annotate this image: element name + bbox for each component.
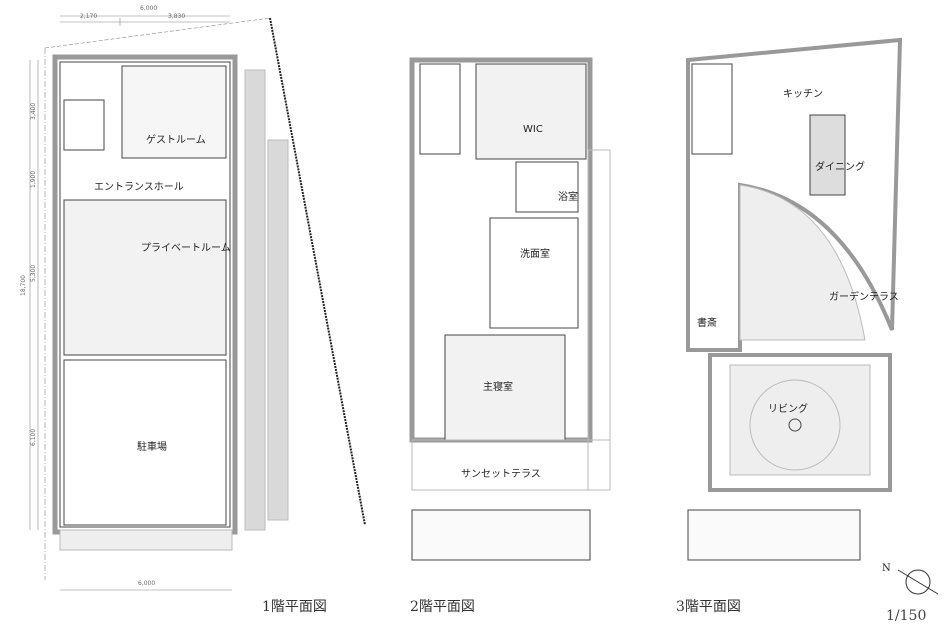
plan-3-floor <box>686 37 903 561</box>
room-living: リビング <box>768 404 808 415</box>
room-private: プライベートルーム <box>141 243 231 254</box>
plan-1-title: 1階平面図 <box>262 599 327 615</box>
dim-top-left: 2,170 <box>80 13 98 20</box>
garden-paving-1 <box>244 69 289 531</box>
dimension-lines <box>29 15 366 591</box>
room-parking: 駐車場 <box>137 442 167 453</box>
plan-2-title: 2階平面図 <box>410 599 475 615</box>
room-guest: ゲストルーム <box>146 135 206 146</box>
scale-label: 1/150 <box>886 608 927 624</box>
room-bath: 浴室 <box>558 192 578 203</box>
room-entrance-hall: エントランスホール <box>94 182 184 193</box>
dim-left-2: 1,900 <box>30 170 37 188</box>
dim-top-total: 6,000 <box>140 5 158 12</box>
room-washroom: 洗面室 <box>520 249 550 260</box>
dim-left-3: 5,300 <box>30 264 37 282</box>
plan-2-floor <box>409 57 611 561</box>
room-kitchen: キッチン <box>783 89 823 100</box>
room-sunset-terrace: サンセットテラス <box>461 469 541 480</box>
plan-3-title: 3階平面図 <box>676 599 741 615</box>
dim-left-total: 18,700 <box>20 275 27 296</box>
dim-left-1: 3,400 <box>30 102 37 120</box>
north-arrow <box>897 569 939 595</box>
dim-left-4: 6,100 <box>30 428 37 446</box>
room-garden-terrace: ガーデンテラス <box>829 292 899 303</box>
north-label: N <box>882 563 891 574</box>
room-master-bedroom: 主寝室 <box>483 382 513 393</box>
dim-bottom-total: 6,000 <box>138 580 156 587</box>
plan-1-floor <box>52 54 238 551</box>
room-study: 書斎 <box>697 318 717 329</box>
dim-top-right: 3,830 <box>168 13 186 20</box>
room-dining: ダイニング <box>815 162 865 173</box>
room-wic: WIC <box>523 124 543 135</box>
